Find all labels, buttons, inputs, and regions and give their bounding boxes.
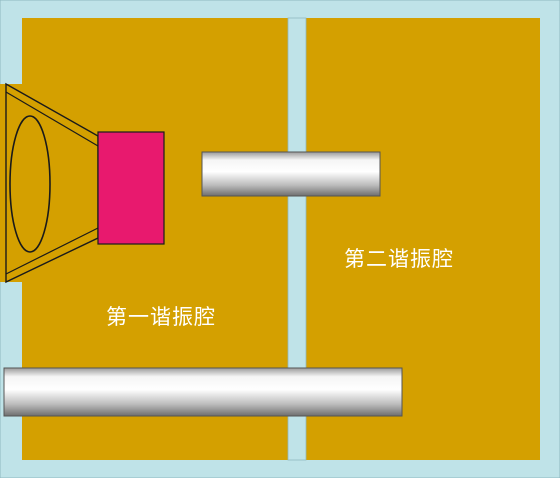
lower-port-tube <box>3 367 403 417</box>
driver-cone-line-bottom <box>5 227 99 275</box>
upper-port-tube <box>201 151 381 197</box>
driver-magnet <box>97 131 165 245</box>
driver-diaphragm <box>9 115 51 253</box>
divider-wall <box>287 17 307 461</box>
chamber-two-label: 第二谐振腔 <box>344 247 454 271</box>
speaker-driver <box>5 82 165 284</box>
driver-cone-line-top <box>5 91 99 147</box>
chamber-one-label: 第一谐振腔 <box>106 305 216 329</box>
